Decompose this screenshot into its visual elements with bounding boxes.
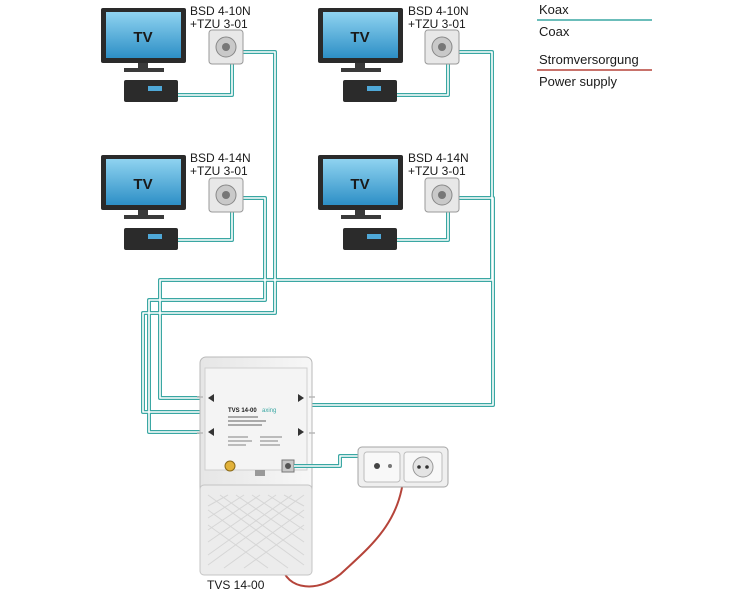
coax-cables xyxy=(141,50,495,434)
legend: Koax Coax Stromversorgung Power supply xyxy=(537,2,652,89)
station-label-line1: BSD 4-14N xyxy=(190,151,251,165)
station-label-line1: BSD 4-10N xyxy=(408,4,469,18)
wall-outlet-icon xyxy=(208,29,244,65)
tv-monitor: TV xyxy=(318,155,403,219)
ce-mark-icon xyxy=(255,470,265,476)
power-cable xyxy=(281,469,405,588)
vent-grille xyxy=(207,494,305,569)
tv-station: TV BSD 4-14N +TZU 3-01 xyxy=(101,151,251,250)
port-arrow-icon xyxy=(298,428,304,436)
amplifier-caption: TVS 14-00 xyxy=(207,578,265,592)
station-label-line1: BSD 4-10N xyxy=(190,4,251,18)
tv-station: TV BSD 4-14N +TZU 3-01 xyxy=(318,151,469,250)
legend-power-de: Stromversorgung xyxy=(539,52,639,67)
tv-label: TV xyxy=(350,176,369,193)
station-label-line2: +TZU 3-01 xyxy=(190,164,248,178)
station-label-line2: +TZU 3-01 xyxy=(408,164,466,178)
tv-label: TV xyxy=(133,176,152,193)
wall-outlet-icon xyxy=(424,177,460,213)
tv-label: TV xyxy=(350,29,369,46)
station-label-line2: +TZU 3-01 xyxy=(190,17,248,31)
wall-socket-icon xyxy=(357,446,449,488)
station-label-line1: BSD 4-14N xyxy=(408,151,469,165)
receiver-box xyxy=(343,80,397,102)
receiver-box xyxy=(124,228,178,250)
amplifier-unit: TVS 14-00 axing xyxy=(197,356,315,576)
port-arrow-icon xyxy=(208,428,214,436)
power-led-icon xyxy=(224,460,236,472)
wall-outlet-icon xyxy=(208,177,244,213)
tv-station: TV BSD 4-10N +TZU 3-01 xyxy=(101,4,251,102)
tv-monitor: TV xyxy=(101,155,186,219)
legend-coax-en: Coax xyxy=(539,24,570,39)
tv-label: TV xyxy=(133,29,152,46)
port-arrow-icon xyxy=(208,394,214,402)
station-label-line2: +TZU 3-01 xyxy=(408,17,466,31)
port-arrow-icon xyxy=(298,394,304,402)
brand-logo: axing xyxy=(262,408,276,414)
tv-monitor: TV xyxy=(318,8,403,72)
tv-monitor: TV xyxy=(101,8,186,72)
receiver-box xyxy=(124,80,178,102)
receiver-box xyxy=(343,228,397,250)
amplifier-model: TVS 14-00 xyxy=(228,408,257,414)
legend-coax-de: Koax xyxy=(539,2,569,17)
legend-power-en: Power supply xyxy=(539,74,618,89)
wall-outlet-icon xyxy=(424,29,460,65)
tv-station: TV BSD 4-10N +TZU 3-01 xyxy=(318,4,469,102)
